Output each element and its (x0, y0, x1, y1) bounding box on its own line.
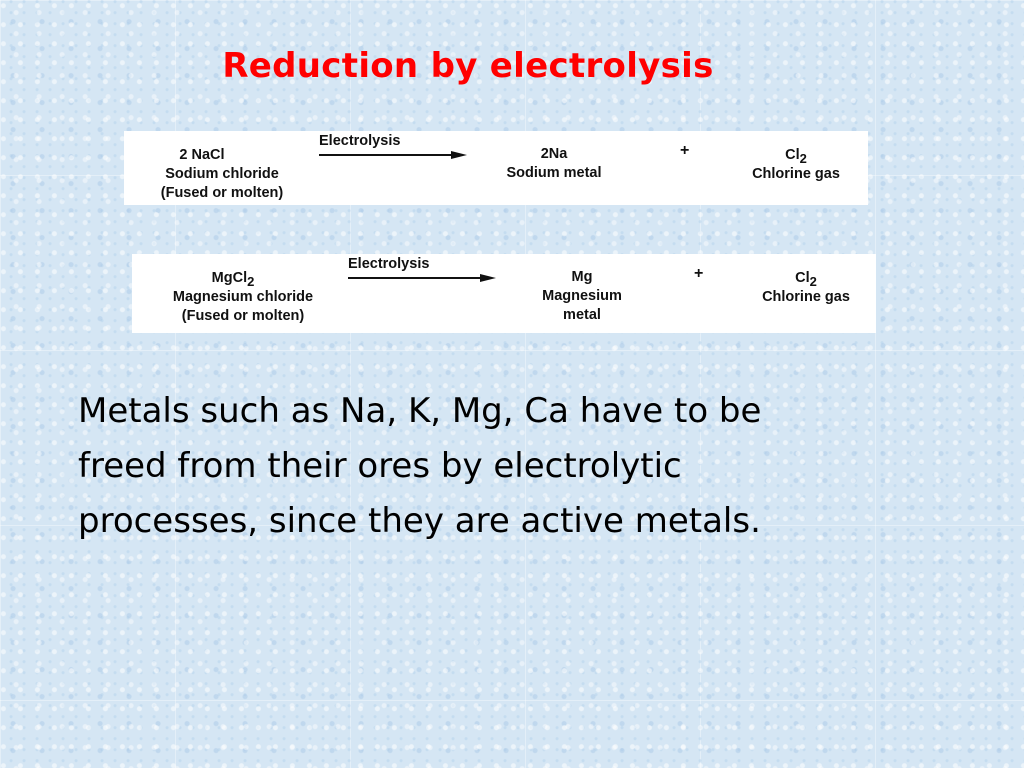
reaction-arrow: Electrolysis (348, 256, 508, 286)
body-line: freed from their ores by electrolytic (78, 446, 682, 486)
equation-mgcl2: MgCl2 Magnesium chloride (Fused or molte… (132, 254, 876, 333)
reactant-name: Sodium chloride (165, 166, 279, 182)
product2-formula: Cl2 (795, 270, 817, 289)
body-line: Metals such as Na, K, Mg, Ca have to be (78, 391, 762, 431)
product2-formula: Cl2 (785, 147, 807, 166)
product2-name: Chlorine gas (752, 166, 840, 182)
arrow-label: Electrolysis (319, 133, 401, 149)
arrow-label: Electrolysis (348, 256, 430, 272)
arrow-shaft (348, 277, 484, 279)
plus-sign: + (694, 265, 704, 282)
body-line: processes, since they are active metals. (78, 501, 761, 541)
product1-name-line1: Magnesium (542, 288, 622, 304)
product1-block: Mg Magnesium metal (502, 268, 662, 325)
body-text: Metals such as Na, K, Mg, Ca have to be … (78, 384, 958, 549)
arrow-shaft (319, 154, 455, 156)
reactant-formula: MgCl2 (211, 270, 255, 289)
reactant-block: 2 NaCl Sodium chloride (Fused or molten) (132, 145, 312, 203)
reactant-block: MgCl2 Magnesium chloride (Fused or molte… (132, 268, 354, 326)
arrow-head-icon (480, 274, 496, 282)
product2-name: Chlorine gas (762, 289, 850, 305)
reactant-state: (Fused or molten) (160, 185, 284, 201)
reactant-name: Magnesium chloride (172, 289, 314, 305)
product1-name-line2: metal (563, 307, 601, 323)
plus-sign: + (680, 142, 690, 159)
product1-block: 2Na Sodium metal (474, 145, 634, 183)
product2-block: Cl2 Chlorine gas (738, 268, 874, 307)
product1-name: Sodium metal (506, 165, 602, 181)
arrow-head-icon (451, 151, 467, 159)
reactant-state: (Fused or molten) (181, 308, 305, 324)
product1-formula: 2Na (540, 146, 568, 162)
reaction-arrow: Electrolysis (319, 133, 479, 163)
equation-nacl: 2 NaCl Sodium chloride (Fused or molten)… (124, 131, 868, 205)
product1-formula: Mg (571, 269, 593, 285)
reactant-formula: 2 NaCl (179, 147, 225, 163)
slide-title: Reduction by electrolysis (222, 46, 714, 86)
product2-block: Cl2 Chlorine gas (728, 145, 864, 184)
